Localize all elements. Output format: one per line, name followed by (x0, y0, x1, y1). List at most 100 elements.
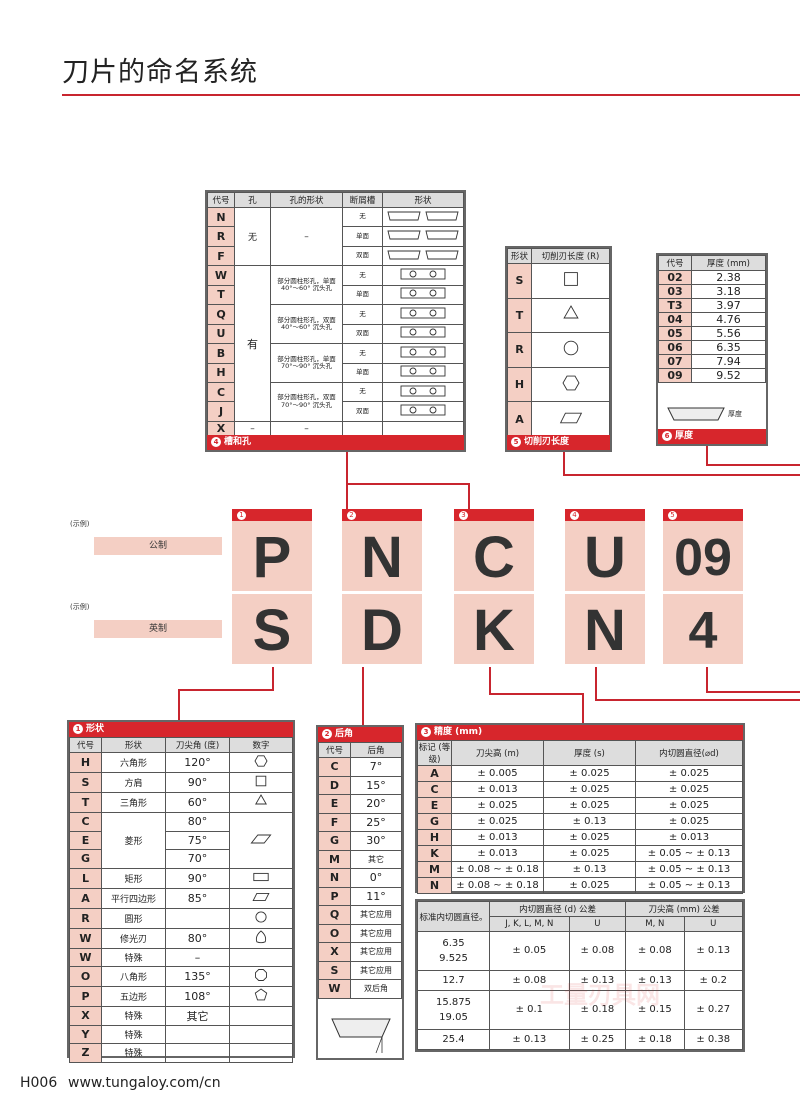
rhombus-icon (250, 834, 272, 844)
thickness-label: 厚度 (728, 410, 742, 418)
t3b-value: ± 0.18 (625, 1028, 685, 1051)
t3b-ic-value: 9.525 (439, 952, 468, 964)
t4-header-chipbreaker: 断屑槽 (342, 192, 383, 208)
t6-value: 6.35 (691, 340, 766, 355)
insert-hole-icon (400, 365, 446, 377)
t3-value: ± 0.025 (635, 813, 743, 830)
t4-breaker: 无 (342, 343, 383, 364)
t1-figure-cell (229, 1024, 293, 1044)
t4-hole-no: 无 (234, 206, 271, 267)
t4-shape-cell (382, 323, 464, 345)
t4-code: H (207, 362, 235, 383)
t6-code: 06 (658, 340, 692, 355)
t1-angle: 60° (165, 792, 230, 813)
t5-code: T (507, 297, 532, 334)
table-row: H (507, 366, 610, 403)
t3-value: ± 0.025 (543, 845, 636, 862)
t4-shape-cell (382, 381, 464, 403)
table-row: A (507, 401, 610, 437)
table-row: H± 0.013± 0.025± 0.013 (417, 829, 743, 846)
table-row: 25.4± 0.13± 0.25± 0.18± 0.38 (417, 1028, 743, 1051)
t3-value: ± 0.013 (635, 829, 743, 846)
table-row: C± 0.013± 0.025± 0.025 (417, 781, 743, 798)
t1-shape-name: 修光刃 (101, 927, 166, 949)
t1-figure-cell (229, 812, 293, 869)
table-row: X–– (207, 420, 464, 438)
t4-shape-cell (382, 362, 464, 383)
t6-header-thickness: 厚度 (mm) (691, 255, 766, 271)
t1-header-shape: 形状 (101, 737, 166, 753)
t4-breaker: 无 (342, 206, 383, 228)
t6-value: 3.18 (691, 284, 766, 299)
t1-code: Y (69, 1024, 102, 1044)
t1-shape-name: 方肩 (101, 772, 166, 793)
t3b-value: ± 0.2 (683, 969, 743, 991)
t3b-ic-value: 25.4 (442, 1033, 465, 1045)
t1-code: W (69, 947, 102, 967)
t1-angle: – (165, 947, 230, 967)
t2-code: O (318, 923, 351, 943)
t1-code: T (69, 792, 102, 813)
connector-line (595, 667, 597, 701)
t1-angle: 75° (165, 830, 230, 850)
t5-shape-cell (531, 263, 610, 299)
clearance-angle-icon (331, 1018, 391, 1054)
t3-code: H (417, 829, 452, 846)
t5-header-shape: 形状 (507, 248, 532, 264)
t3-value: ± 0.025 (451, 813, 544, 830)
table-row: G± 0.025± 0.13± 0.025 (417, 813, 743, 830)
t6-value: 4.76 (691, 312, 766, 327)
example-num-metric: 3 (459, 511, 468, 520)
t3b-value: ± 0.08 (568, 931, 627, 971)
t3b-grid: 标准内切圆直径。 内切圆直径 (d) 公差 刀尖高 (mm) 公差 J, K, … (417, 901, 743, 1051)
footer-url[interactable]: www.tungaloy.com/cn (68, 1075, 221, 1091)
t2-code: E (318, 794, 351, 814)
t4-breaker: 无 (342, 304, 383, 325)
t2-code: F (318, 812, 351, 832)
connector-line (706, 691, 800, 693)
table-row: S (507, 263, 610, 299)
t4-hole-shape-desc: 部分圆柱形孔，双面 70°～90° 沉头孔 (270, 381, 343, 422)
t3b-value: ± 0.05 (489, 931, 570, 971)
t3-code: N (417, 877, 452, 894)
t4-code: Q (207, 304, 235, 325)
t3-value: ± 0.05 ~ ± 0.13 (635, 845, 743, 862)
t2-value: 双后角 (350, 979, 402, 999)
example-num-bar-metric: 3 (454, 509, 534, 521)
t6-value: 9.52 (691, 368, 766, 383)
t4-hole-shape-desc: 部分圆柱形孔，单面 40°～60° 沉头孔 (270, 265, 343, 306)
title-rule (62, 94, 800, 96)
t3-value: ± 0.13 (543, 813, 636, 830)
t4-code: X (207, 420, 235, 438)
t3b-value: ± 0.25 (568, 1028, 627, 1051)
t1-code: A (69, 887, 102, 909)
t5-code: S (507, 263, 532, 299)
example-num-bar-metric: 2 (342, 509, 422, 521)
t4-code: T (207, 284, 235, 306)
t4-num: 4 (211, 437, 221, 447)
circle-icon (255, 910, 267, 923)
t2-value: 20° (350, 794, 402, 814)
t6-code: 09 (658, 368, 692, 383)
t3b-sub-jklmn: J, K, L, M, N (489, 916, 570, 932)
t1-figure-cell (229, 887, 293, 909)
t4-breaker: 单面 (342, 226, 383, 247)
t3-value: ± 0.013 (451, 781, 544, 798)
t2-code: M (318, 849, 351, 869)
t4-header-hole: 孔 (234, 192, 271, 208)
t2-value: 其它应用 (350, 923, 402, 943)
t2-caption-text: 后角 (335, 729, 354, 739)
